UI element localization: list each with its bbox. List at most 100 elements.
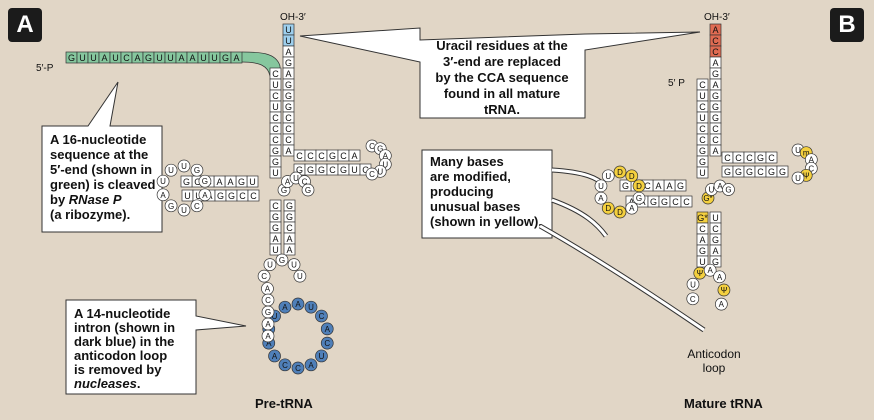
anticodon-stem-right-base: G bbox=[283, 210, 296, 223]
leader-note-line-6: (a ribozyme). bbox=[50, 207, 130, 222]
svg-text:G: G bbox=[217, 191, 224, 201]
anticodon-base: C bbox=[261, 293, 275, 307]
anticodon-base: A bbox=[261, 329, 275, 343]
svg-text:G: G bbox=[746, 167, 753, 177]
svg-text:U: U bbox=[598, 182, 604, 191]
svg-text:G: G bbox=[296, 165, 303, 175]
svg-text:A: A bbox=[712, 58, 718, 68]
uracil-note-line1: Uracil residues at the bbox=[436, 38, 568, 53]
t-loop-base: C bbox=[365, 167, 379, 181]
svg-text:A: A bbox=[712, 25, 718, 35]
svg-text:C: C bbox=[712, 224, 719, 234]
svg-text:U: U bbox=[308, 303, 314, 312]
svg-text:D: D bbox=[617, 208, 623, 217]
modified-note-line-3: producing bbox=[430, 184, 494, 199]
leader-base: A bbox=[186, 51, 199, 64]
acceptor-left-base: G bbox=[269, 155, 282, 168]
svg-text:G: G bbox=[724, 167, 731, 177]
d-arm-top-base: G bbox=[180, 175, 193, 188]
mature-anticodon-left: G* bbox=[696, 211, 709, 224]
uracil-note-line4: found in all mature bbox=[444, 86, 560, 101]
svg-text:G: G bbox=[712, 102, 719, 112]
svg-text:C: C bbox=[295, 364, 301, 373]
svg-text:D: D bbox=[617, 168, 623, 177]
mature-acceptor-right-base: G bbox=[709, 89, 722, 102]
svg-text:A: A bbox=[285, 47, 291, 57]
mature-acceptor-left-base: U bbox=[696, 166, 709, 179]
svg-text:A: A bbox=[285, 69, 291, 79]
mature-anticodon-right: G bbox=[709, 233, 722, 246]
leader-note-line-3: 5′-end (shown in bbox=[50, 162, 152, 177]
svg-text:U: U bbox=[351, 165, 358, 175]
d-arm-top-base: A bbox=[213, 175, 226, 188]
t-arm-top-base: C bbox=[315, 149, 328, 162]
svg-text:U: U bbox=[272, 245, 279, 255]
leader-note-line-5: by RNase P bbox=[50, 192, 122, 207]
leader-note-line-2: sequence at the bbox=[50, 147, 148, 162]
svg-text:D: D bbox=[636, 182, 642, 191]
acceptor-left-base: G bbox=[269, 144, 282, 157]
svg-text:A: A bbox=[265, 285, 271, 294]
t-loop-base: A bbox=[378, 149, 392, 163]
svg-text:C: C bbox=[369, 170, 375, 179]
svg-text:U: U bbox=[605, 172, 611, 181]
d-loop-base: A bbox=[198, 188, 212, 202]
mature-anticodon-right: U bbox=[709, 211, 722, 224]
svg-text:G: G bbox=[272, 146, 279, 156]
svg-text:A: A bbox=[295, 300, 301, 309]
mature-acceptor-right-base: C bbox=[709, 122, 722, 135]
mature-anticodon-loop-base: Ψ bbox=[717, 283, 731, 297]
svg-text:G: G bbox=[307, 165, 314, 175]
intron-base: A bbox=[278, 300, 292, 314]
svg-text:U: U bbox=[167, 53, 174, 63]
svg-text:C: C bbox=[319, 312, 325, 321]
mature-acceptor-left-base: C bbox=[696, 122, 709, 135]
svg-text:U: U bbox=[795, 146, 801, 155]
svg-text:C: C bbox=[768, 153, 775, 163]
svg-text:U: U bbox=[200, 53, 207, 63]
mature-t-arm-top: G bbox=[754, 151, 767, 164]
svg-text:A: A bbox=[160, 191, 166, 200]
mature-d-arm-top: G bbox=[674, 179, 687, 192]
svg-text:G: G bbox=[377, 145, 383, 154]
uracil-note-line2: 3′-end are replaced bbox=[443, 54, 561, 69]
d-loop-base: A bbox=[156, 188, 170, 202]
acceptor-right-base: A bbox=[282, 144, 295, 157]
svg-text:C: C bbox=[324, 339, 330, 348]
t-arm-bottom-base: G bbox=[337, 163, 350, 176]
svg-text:C: C bbox=[369, 142, 375, 151]
svg-text:A: A bbox=[227, 177, 233, 187]
svg-text:G: G bbox=[699, 146, 706, 156]
mature-d-loop-base: G bbox=[632, 191, 646, 205]
svg-text:U: U bbox=[382, 160, 388, 169]
svg-text:A: A bbox=[809, 156, 815, 165]
mature-anticodon-left: A bbox=[696, 233, 709, 246]
leader-base: A bbox=[131, 51, 144, 64]
mature-d-arm-bottom: G bbox=[647, 195, 660, 208]
anticodon-stem-right-base: A bbox=[283, 243, 296, 256]
svg-text:U: U bbox=[249, 177, 256, 187]
mature-acceptor-right-base: G bbox=[709, 111, 722, 124]
acceptor-right-base: C bbox=[282, 133, 295, 146]
intron-base: A bbox=[320, 322, 334, 336]
modified-note-line-2: are modified, bbox=[430, 169, 511, 184]
svg-text:U: U bbox=[90, 53, 97, 63]
anticodon-stem-right-base: A bbox=[283, 232, 296, 245]
mature-acceptor-left-base: U bbox=[696, 111, 709, 124]
intron-note-line-1: A 14-nucleotide bbox=[74, 306, 170, 321]
svg-text:U: U bbox=[285, 36, 292, 46]
acceptor-right-base: G bbox=[282, 56, 295, 69]
acceptor-left-base: U bbox=[269, 100, 282, 113]
svg-text:C: C bbox=[329, 165, 336, 175]
svg-text:m: m bbox=[803, 149, 810, 158]
acceptor-left-base: U bbox=[269, 166, 282, 179]
mature-d-loop-base: D bbox=[625, 169, 639, 183]
svg-text:C: C bbox=[690, 295, 696, 304]
anticodon-stem-left-base: G bbox=[269, 210, 282, 223]
svg-text:U: U bbox=[297, 272, 303, 281]
svg-text:C: C bbox=[282, 361, 288, 370]
svg-text:C: C bbox=[735, 153, 742, 163]
svg-text:G: G bbox=[636, 194, 642, 203]
